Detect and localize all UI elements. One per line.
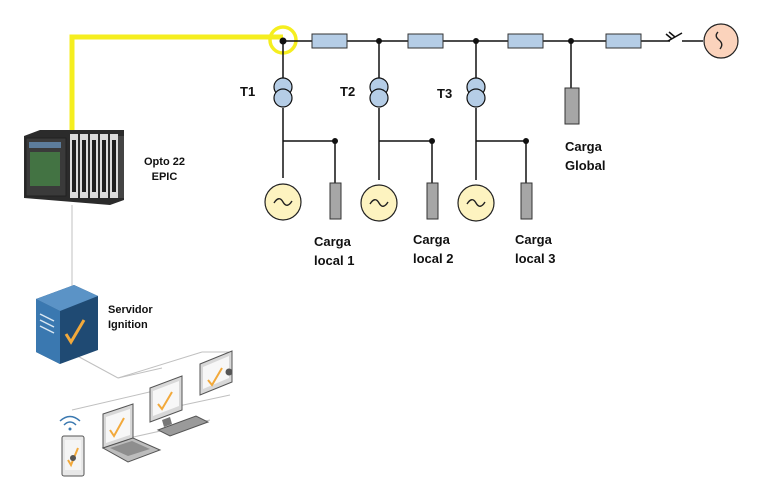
local-load-label-1: Carga local 1 xyxy=(314,234,355,268)
monitor-icon xyxy=(199,350,233,396)
feeder-1 xyxy=(282,41,336,183)
line-impedance-4 xyxy=(605,33,642,49)
transformer-icon xyxy=(273,77,293,108)
line-impedance-1 xyxy=(311,33,348,49)
tablet-icon xyxy=(59,415,85,477)
highlight-link xyxy=(69,34,283,133)
laptop-icon xyxy=(101,403,162,463)
transformer-icon xyxy=(369,77,389,108)
feeder-2 xyxy=(378,41,433,183)
feeder-3 xyxy=(475,41,527,183)
circuit-breaker-icon xyxy=(665,31,683,42)
desktop-icon xyxy=(149,375,210,437)
line-impedance-2 xyxy=(407,33,444,49)
transformer-label-t1: T1 xyxy=(240,84,256,99)
ac-generator-icon xyxy=(360,184,398,222)
junction-dot xyxy=(332,138,338,144)
server-icon xyxy=(36,285,98,364)
local-load-label-3: Carga local 3 xyxy=(515,232,556,266)
global-load xyxy=(564,87,580,125)
line-impedances xyxy=(311,33,642,49)
local-load-3 xyxy=(520,182,533,220)
global-load-label: Carga Global xyxy=(565,139,606,173)
junction-dot xyxy=(523,138,529,144)
ac-generator-icon xyxy=(264,183,302,221)
ac-grid-source-icon xyxy=(703,23,739,59)
local-load-1 xyxy=(329,182,342,220)
local-load-label-2: Carga local 2 xyxy=(413,232,454,266)
ac-generator-icon xyxy=(457,184,495,222)
junction-dot xyxy=(429,138,435,144)
plc-controller-icon xyxy=(24,130,124,205)
transformer-icon xyxy=(466,77,486,108)
local-load-2 xyxy=(426,182,439,220)
line-impedance-3 xyxy=(507,33,544,49)
server-label: Servidor Ignition xyxy=(108,304,153,331)
transformer-label-t2: T2 xyxy=(340,84,356,99)
transformer-label-t3: T3 xyxy=(437,86,453,101)
controller-label: Opto 22 EPIC xyxy=(144,156,185,183)
